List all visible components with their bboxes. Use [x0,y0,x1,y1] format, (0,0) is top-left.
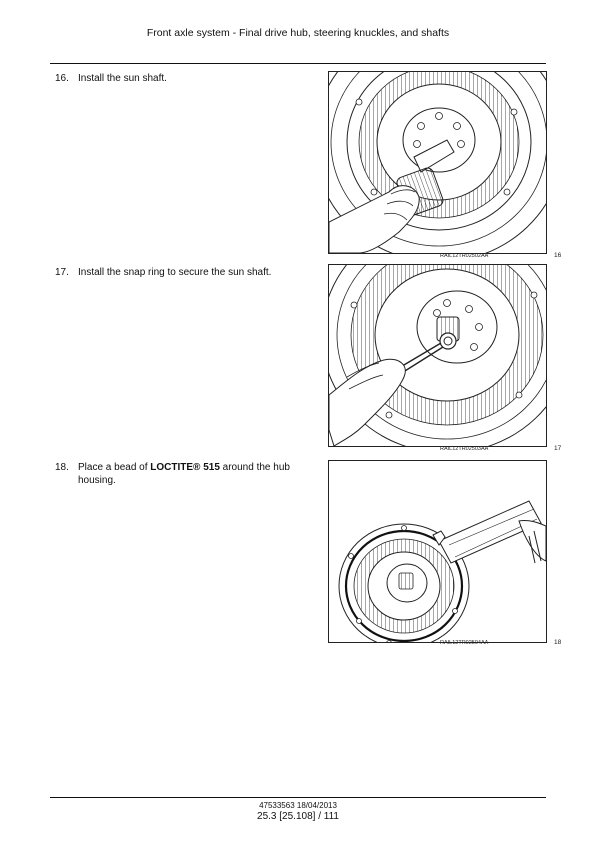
step-text-before: Place a bead of [78,462,151,473]
step-text: Install the snap ring to secure the sun … [78,267,272,278]
figure-number: 18 [554,639,562,646]
figure-number: 16 [554,252,562,259]
document-id: 47533563 18/04/2013 [259,801,337,810]
step-number: 17. [55,267,69,278]
step-number: 18. [55,462,69,473]
page-header-title: Front axle system - Final drive hub, ste… [146,27,450,39]
step-number: 16. [55,73,69,84]
figure-install-snap-ring [328,264,547,447]
figure-code: RAIL12TR02504AA [440,640,489,646]
step-text: Place a bead of LOCTITE® 515 around the … [78,461,310,487]
step-text-after: around the hub housing. [78,462,290,486]
product-name: LOCTITE® 515 [150,462,220,473]
page-number: 25.3 [25.108] / 111 [257,811,339,822]
header-divider [50,63,546,64]
figure-install-sun-shaft [328,71,547,254]
figure-code: RAIL12TR02502AA [440,253,489,259]
figure-code: RAIL12TR02503AA [440,446,489,452]
figure-apply-sealant [328,460,547,643]
footer-divider [50,797,546,798]
figure-number: 17 [554,445,562,452]
step-text: Install the sun shaft. [78,73,167,84]
